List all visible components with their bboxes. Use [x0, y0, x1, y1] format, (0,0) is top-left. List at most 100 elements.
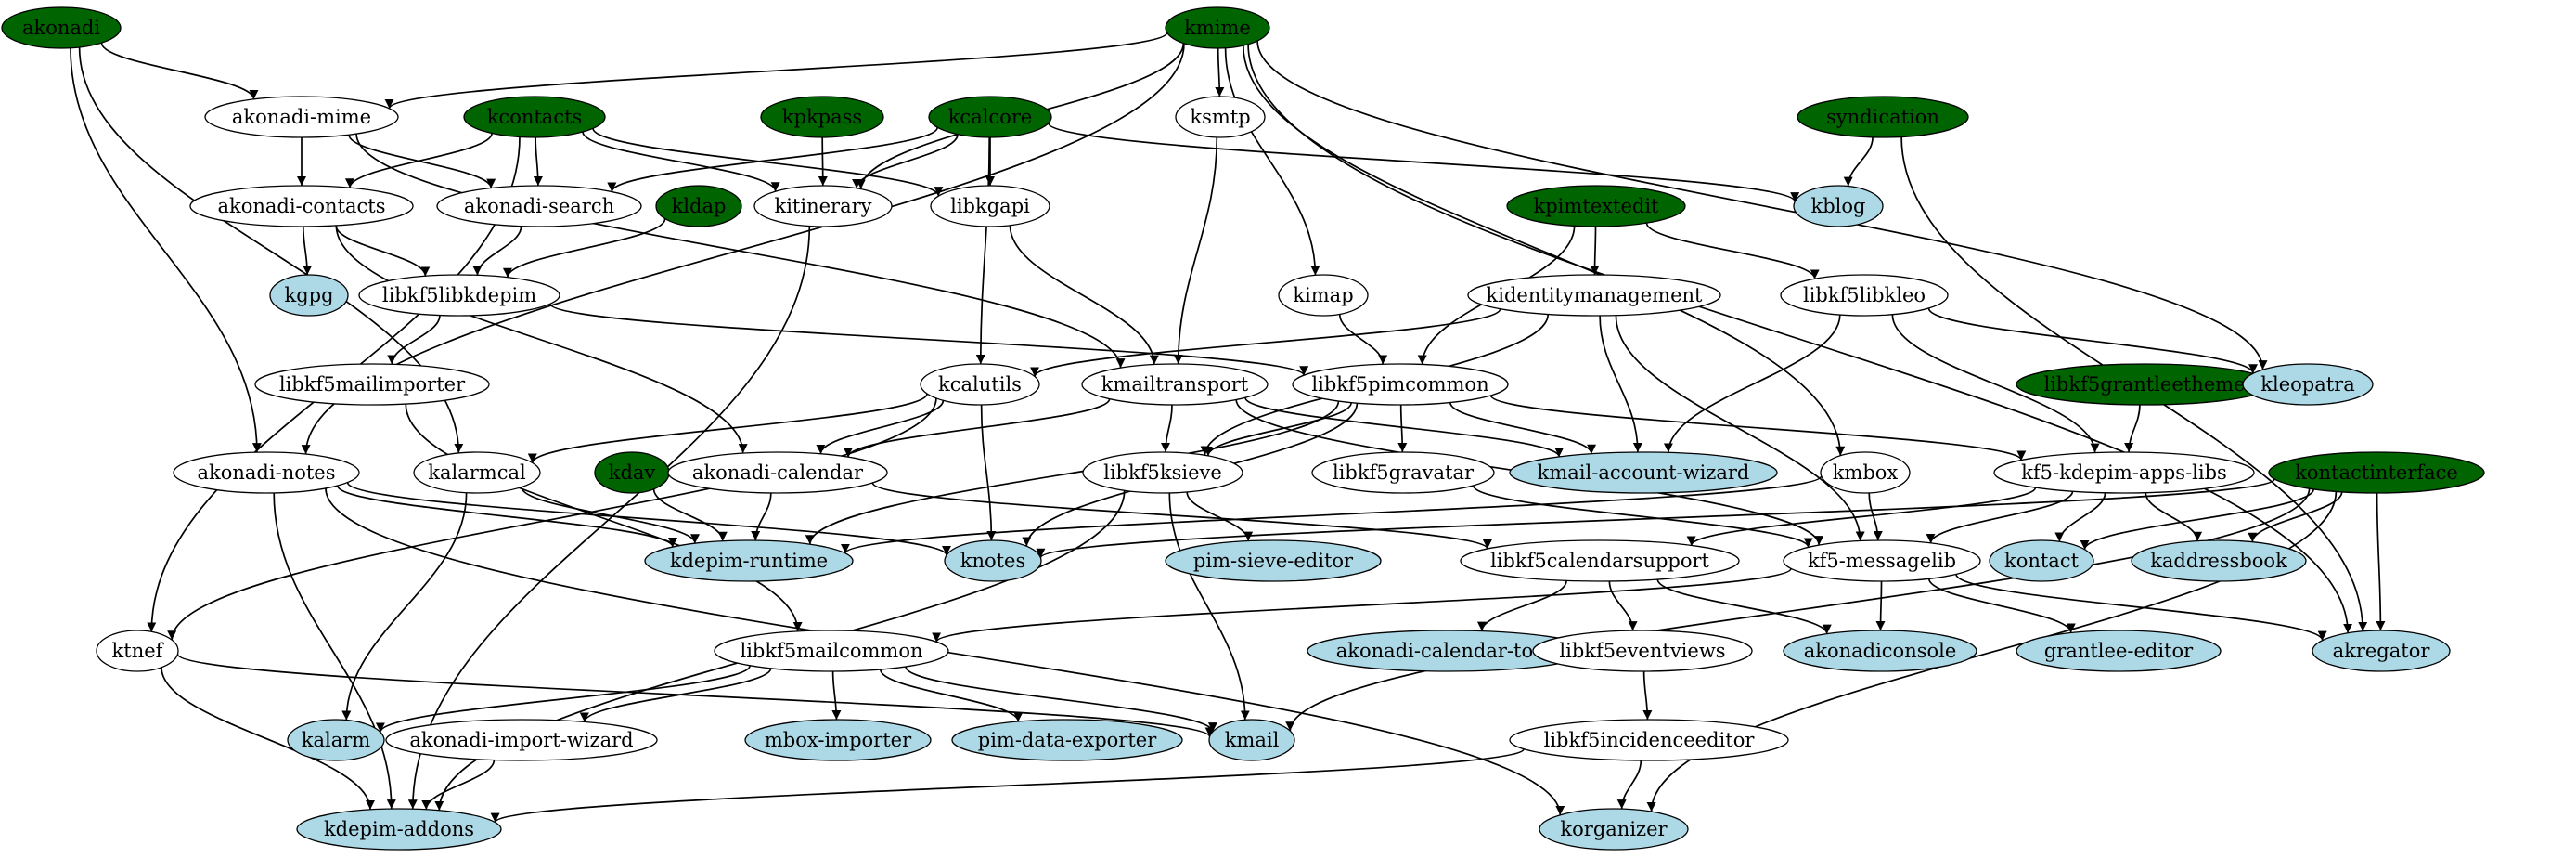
- node-libkf5ksieve-label: libkf5ksieve: [1103, 461, 1222, 484]
- node-akonadi-notes: akonadi-notes: [173, 451, 360, 494]
- node-knotes: knotes: [944, 539, 1042, 582]
- node-libkf5gravatar-shape: [1311, 451, 1495, 494]
- node-kpkpass-label: kpkpass: [782, 106, 862, 128]
- node-grantlee-editor: grantlee-editor: [2016, 630, 2222, 672]
- node-pim-sieve-editor-label: pim-sieve-editor: [1193, 550, 1354, 572]
- node-mbox-importer: mbox-importer: [744, 719, 932, 761]
- edge-kmime-to-ksmtp: [1215, 47, 1225, 97]
- node-kontactinterface-shape: [2268, 451, 2485, 494]
- edge-akonadi-to-akonadi-notes: [70, 47, 262, 453]
- node-kdepim-runtime-shape: [644, 539, 854, 582]
- node-akonadi-shape: [1, 6, 122, 49]
- node-libkf5mailcommon-label: libkf5mailcommon: [741, 640, 923, 662]
- edge-kdav-to-kdepim-runtime: [652, 488, 728, 541]
- node-akonadi-mime-label: akonadi-mime: [232, 106, 371, 128]
- edge-kmailtransport-to-akonadi-calendar: [844, 398, 1111, 458]
- edge-kpimtextedit-to-libkf5libkleo: [1645, 222, 1820, 279]
- node-akonadi-calendar: akonadi-calendar: [667, 451, 888, 494]
- edge-akonadi-calendar-to-libkf5calendarsupport: [871, 482, 1492, 550]
- edge-kalarmcal-to-kdepim-runtime: [521, 487, 700, 544]
- node-kgpg-label: kgpg: [284, 284, 333, 306]
- node-syndication-shape: [1797, 96, 1969, 138]
- edge-kalarmcal-to-kalarm: [341, 492, 468, 721]
- node-kblog-shape: [1793, 185, 1884, 227]
- node-akonadiconsole-shape: [1783, 630, 1977, 672]
- node-libkf5pimcommon: libkf5pimcommon: [1292, 363, 1509, 406]
- node-libkf5calendarsupport-shape: [1460, 539, 1740, 582]
- edge-libkf5libkdepim-to-libkf5pimcommon: [549, 303, 1308, 376]
- node-libkf5grantleetheme-label: libkf5grantleetheme: [2043, 373, 2245, 396]
- edge-kidentitymanagement-to-kmail-account-wizard: [1599, 315, 1642, 453]
- node-kleopatra-label: kleopatra: [2260, 373, 2354, 396]
- node-layer: akonadi kmime kcontacts kpkpass kcalcore synd…: [1, 6, 2485, 851]
- node-akonadi: akonadi: [1, 6, 122, 49]
- node-knotes-label: knotes: [960, 550, 1026, 572]
- node-kcalcore: kcalcore: [928, 96, 1052, 138]
- node-kimap-shape: [1278, 274, 1369, 317]
- edge-kcontacts-to-kitinerary: [582, 131, 780, 192]
- node-kmime-label: kmime: [1184, 17, 1251, 39]
- edge-akonadi-mime-to-kmailtransport: [355, 134, 1126, 369]
- node-ksmtp: ksmtp: [1175, 96, 1266, 138]
- node-kmail-label: kmail: [1225, 729, 1280, 751]
- node-akonadi-notes-shape: [173, 451, 360, 494]
- node-kcalutils-shape: [920, 363, 1040, 406]
- edge-kontactinterface-to-kaddressbook: [2248, 491, 2343, 542]
- node-kf5-messagelib-shape: [1783, 539, 1981, 582]
- node-kmime-shape: [1165, 6, 1270, 49]
- node-kontact-label: kontact: [2004, 550, 2080, 572]
- node-libkf5eventviews-shape: [1532, 630, 1753, 672]
- node-kontactinterface-label: kontactinterface: [2295, 461, 2458, 484]
- node-ktnef: ktnef: [96, 630, 179, 672]
- edge-libkf5pimcommon-to-kdepim-runtime: [805, 400, 1340, 545]
- node-akonadi-notes-label: akonadi-notes: [198, 461, 336, 484]
- edge-libkf5pimcommon-to-kf5-kdepim-apps-libs: [1489, 395, 2027, 461]
- node-kcalcore-label: kcalcore: [948, 106, 1033, 128]
- edge-kontactinterface-to-kmail: [1285, 488, 2311, 732]
- node-ksmtp-label: ksmtp: [1190, 106, 1250, 128]
- edge-kcalcore-to-kcalutils: [975, 136, 991, 365]
- node-kmbox: kmbox: [1820, 451, 1911, 494]
- node-kalarm: kalarm: [287, 719, 385, 761]
- node-libkf5libkleo: libkf5libkleo: [1780, 274, 1949, 317]
- edge-libkf5libkleo-to-kleopatra: [1927, 307, 2258, 374]
- edge-kcontacts-to-libkgapi: [592, 127, 944, 197]
- edge-ktnef-to-kdepim-addons: [161, 667, 375, 810]
- edge-libkf5calendarsupport-to-libkf5eventviews: [1608, 580, 1638, 631]
- edge-kontactinterface-to-korganizer: [1646, 491, 2338, 812]
- node-kmail: kmail: [1208, 719, 1295, 761]
- node-syndication: syndication: [1797, 96, 1969, 138]
- node-pim-data-exporter-label: pim-data-exporter: [978, 729, 1157, 751]
- edge-akonadi-to-akonadi-mime: [100, 42, 259, 100]
- node-libkf5incidenceeditor: libkf5incidenceeditor: [1509, 719, 1789, 761]
- edge-libkf5grantleetheme-to-kf5-kdepim-apps-libs: [2124, 404, 2141, 453]
- node-kpimtextedit-shape: [1506, 185, 1686, 227]
- node-libkf5grantleetheme: libkf5grantleetheme: [2016, 363, 2273, 406]
- node-kdepim-runtime-label: kdepim-runtime: [670, 550, 828, 572]
- node-libkf5mailcommon: libkf5mailcommon: [714, 630, 949, 672]
- node-kmime: kmime: [1165, 6, 1270, 49]
- node-libkf5mailimporter: libkf5mailimporter: [254, 363, 490, 406]
- node-akonadiconsole-label: akonadiconsole: [1804, 640, 1957, 662]
- edge-kcalutils-to-akonadi-calendar: [816, 400, 945, 455]
- node-libkf5mailimporter-label: libkf5mailimporter: [279, 373, 466, 396]
- edge-syndication-to-kblog: [1843, 136, 1874, 187]
- edge-kf5-messagelib-to-akregator: [1955, 574, 2327, 641]
- edge-akonadi-notes-to-knotes: [346, 482, 951, 556]
- node-akregator-label: akregator: [2333, 640, 2431, 662]
- node-libkf5incidenceeditor-label: libkf5incidenceeditor: [1544, 729, 1756, 751]
- node-kalarmcal-label: kalarmcal: [428, 461, 526, 484]
- node-kldap: kldap: [655, 185, 742, 227]
- node-kitinerary-label: kitinerary: [774, 195, 871, 217]
- node-libkf5calendarsupport-label: libkf5calendarsupport: [1490, 550, 1710, 572]
- node-libkf5libkdepim-shape: [358, 274, 560, 317]
- node-akonadi-import-wizard: akonadi-import-wizard: [385, 719, 658, 761]
- edge-libkf5mailcommon-to-kmail: [905, 666, 1217, 733]
- node-akonadi-contacts-shape: [189, 185, 414, 227]
- edge-akonadi-import-wizard-to-kdepim-addons: [421, 760, 496, 810]
- node-kpkpass: kpkpass: [760, 96, 884, 138]
- node-kcontacts-label: kcontacts: [487, 106, 583, 128]
- node-libkf5mailcommon-shape: [714, 630, 949, 672]
- node-pim-sieve-editor-shape: [1165, 539, 1382, 582]
